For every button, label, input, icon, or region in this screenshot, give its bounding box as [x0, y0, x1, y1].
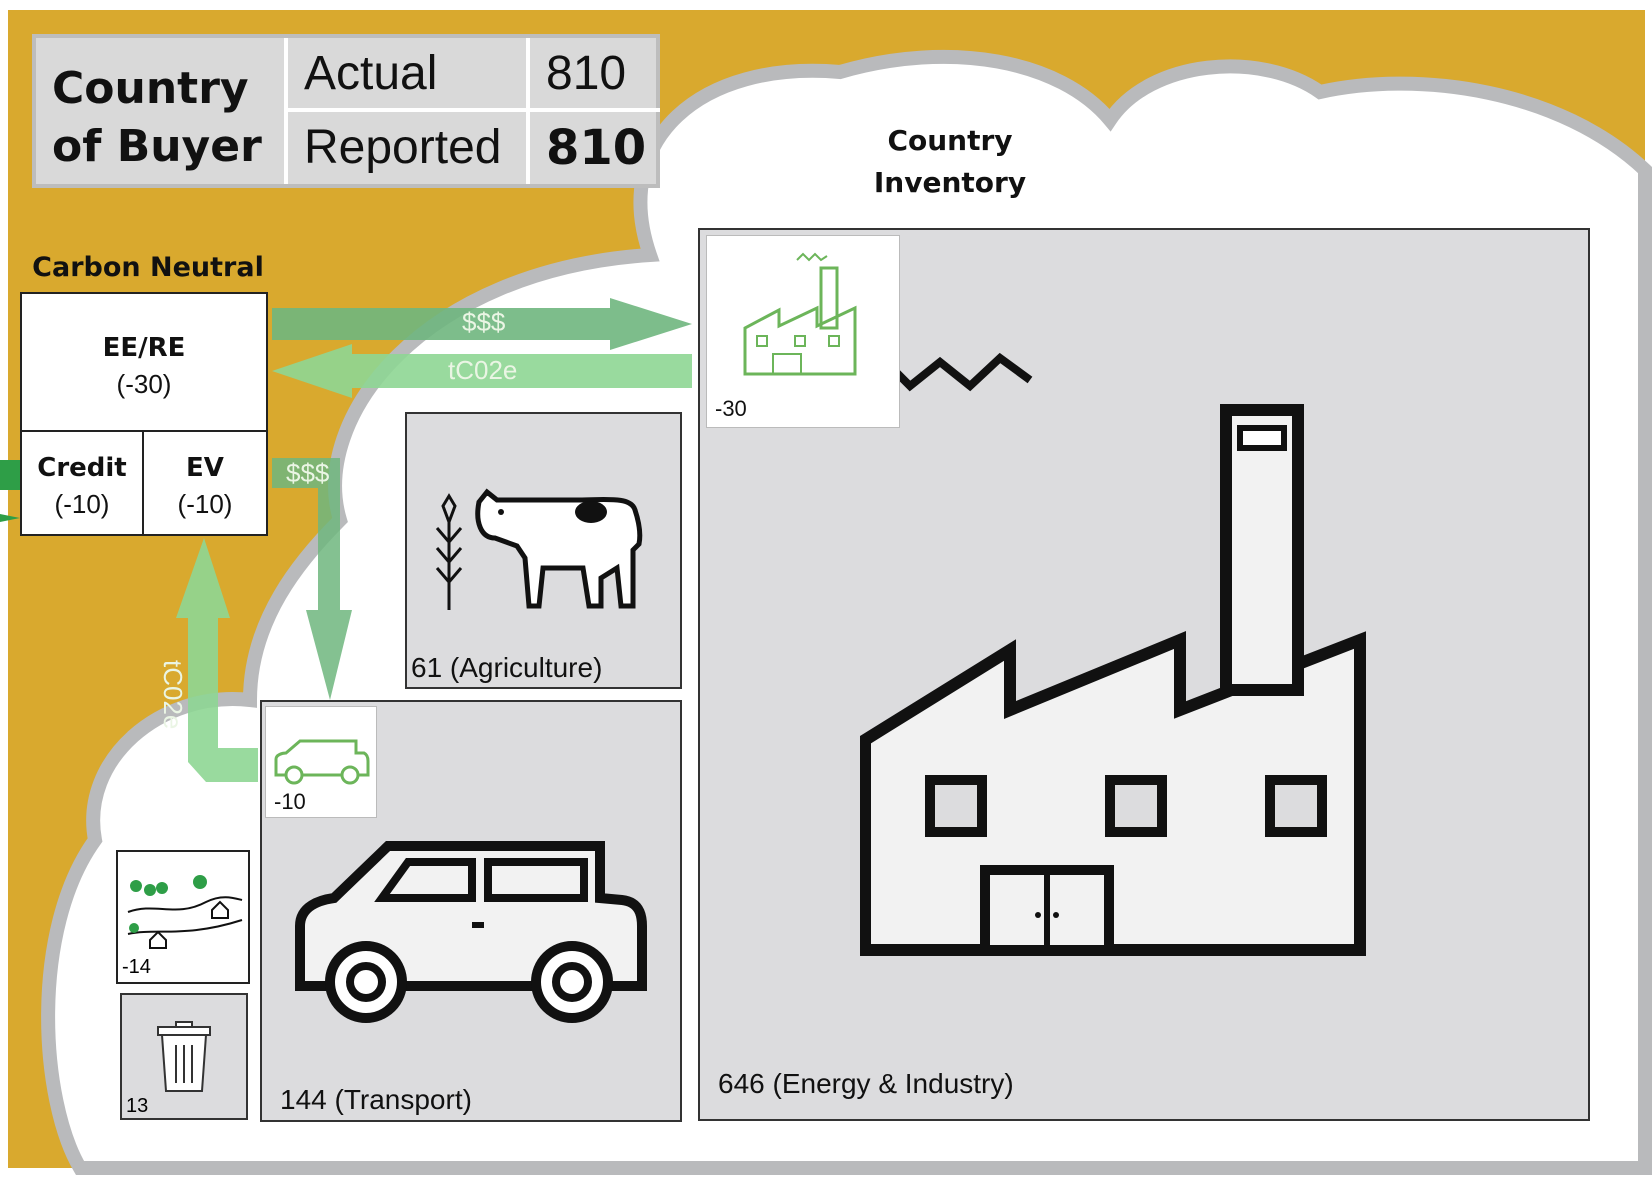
ee-re-value: (-30): [116, 369, 172, 399]
waste-card: 13: [120, 993, 248, 1120]
divider: [284, 38, 288, 184]
left-arrow-stub-2: [0, 514, 20, 522]
energy-offset-card: -30: [706, 235, 900, 428]
money-label-2: $$$: [286, 458, 330, 488]
transport-label: 144 (Transport): [280, 1084, 472, 1115]
land-card: -14: [116, 850, 250, 984]
ev-cell: EV (-10): [144, 432, 266, 534]
money-label-1: $$$: [462, 307, 506, 337]
divider: [288, 108, 660, 112]
actual-value: 810: [546, 47, 627, 100]
trash-icon: [157, 1021, 211, 1092]
left-arrow-stub: [0, 460, 20, 490]
factory-icon: [860, 352, 1366, 956]
waste-value: 13: [126, 1095, 149, 1117]
co2-label-1: tC02e: [448, 355, 518, 385]
co2-label-2: tC02e: [158, 660, 188, 730]
credit-value: (-10): [54, 489, 110, 519]
agriculture-panel: 61 (Agriculture): [405, 412, 682, 689]
energy-label: 646 (Energy & Industry): [718, 1068, 1014, 1099]
transport-offset-value: -10: [274, 789, 306, 814]
energy-offset-value: -30: [715, 396, 747, 421]
ev-label: EV: [186, 453, 224, 483]
ee-re-cell: EE/RE (-30): [22, 294, 266, 432]
transport-offset-card: -10: [265, 706, 377, 818]
carbon-neutral-title: Carbon Neutral: [32, 252, 264, 283]
ee-re-label: EE/RE: [102, 333, 186, 363]
land-value: -14: [122, 956, 151, 978]
credit-cell: Credit (-10): [22, 432, 144, 534]
buyer-summary-table: Country of Buyer Actual 810 Reported 810: [32, 34, 660, 188]
reported-value: 810: [546, 120, 647, 176]
cow-icon: [435, 488, 643, 610]
car-icon: [295, 841, 647, 1023]
credit-label: Credit: [37, 453, 127, 483]
carbon-neutral-box: EE/RE (-30) Credit (-10) EV (-10): [20, 292, 268, 536]
landscape-icon: [127, 875, 243, 949]
factory-small-icon: [743, 252, 857, 376]
reported-label: Reported: [304, 121, 502, 174]
actual-label: Actual: [304, 47, 438, 100]
agriculture-label: 61 (Agriculture): [411, 652, 603, 683]
ev-value: (-10): [177, 489, 233, 519]
country-inventory-title: Country Inventory: [873, 124, 1027, 199]
car-small-icon: [274, 739, 370, 785]
transport-panel: 144 (Transport): [260, 700, 682, 1122]
table-title: Country of Buyer: [52, 63, 262, 172]
